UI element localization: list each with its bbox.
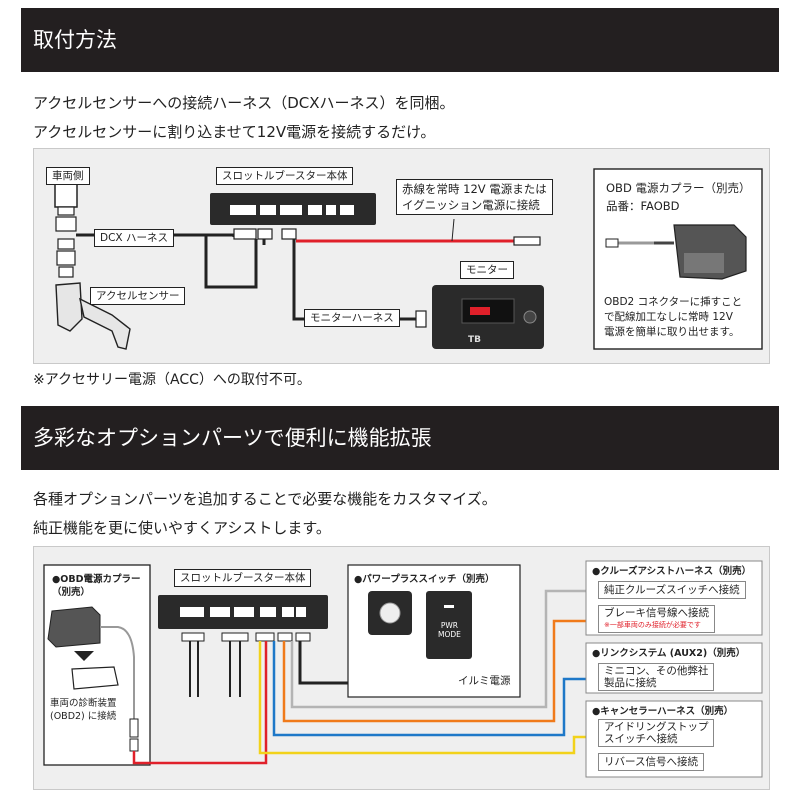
idle-stop-label-line2: スイッチへ接続 [604, 733, 678, 745]
vehicle-side-label: 車両側 [46, 167, 90, 185]
options-wiring [43, 560, 763, 778]
cruise-title: ●クルーズアシストハーネス（別売） [592, 566, 752, 577]
obd-option-title-line1: ●OBD電源カプラー [52, 574, 141, 585]
obd-coupler-desc-line2: で配線加工なしに常時 12V [604, 311, 733, 323]
brake-label: ブレーキ信号線へ接続 ※一部車両のみ接続が必要です [598, 605, 715, 633]
section2-line1: 各種オプションパーツを追加することで必要な機能をカスタマイズ。 [33, 490, 497, 508]
obd-coupler-desc: OBD2 コネクターに挿すこと で配線加工なしに常時 12V 電源を簡単に取り出… [604, 295, 742, 340]
power-switch-title: ●パワープラススイッチ（別売） [354, 574, 495, 585]
section2-line2: 純正機能を更に使いやすくアシストします。 [33, 519, 331, 537]
dcx-harness-label: DCX ハーネス [94, 229, 174, 247]
obd-coupler-title: OBD 電源カプラー（別売） 品番：FAOBD [606, 179, 750, 215]
installation-diagram: 車両側 スロットルブースター本体 DCX ハーネス アクセルセンサー 赤線を常時… [33, 148, 770, 364]
obd-option-title: ●OBD電源カプラー （別売） [52, 573, 141, 599]
options-diagram: ●OBD電源カプラー （別売） 車両の診断装置 (OBD2) に接続 スロットル… [33, 546, 770, 790]
obd-coupler-desc-line3: 電源を簡単に取り出せます。 [604, 326, 740, 338]
obd-coupler-title-line1: OBD 電源カプラー（別売） [606, 181, 751, 195]
brake-label-text: ブレーキ信号線へ接続 [604, 607, 709, 619]
link-label-line2: 製品に接続 [604, 677, 657, 689]
installation-wiring [54, 168, 763, 350]
section1-line1: アクセルセンサーへの接続ハーネス（DCXハーネス）を同梱。 [33, 94, 455, 112]
brake-label-note: ※一部車両のみ接続が必要です [604, 621, 701, 629]
canceller-title: ●キャンセラーハーネス（別売） [592, 706, 734, 717]
section1-line2: アクセルセンサーに割り込ませて12V電源を接続するだけ。 [33, 123, 436, 141]
obd-option-title-line2: （別売） [52, 587, 91, 598]
power-switch-face: PWR MODE [438, 621, 461, 639]
red-wire-note-line1: 赤線を常時 12V 電源または [402, 182, 547, 196]
obd-option-target-line1: 車両の診断装置 [50, 698, 117, 709]
option-booster-body-label: スロットルブースター本体 [174, 569, 312, 587]
obd-option-target: 車両の診断装置 (OBD2) に接続 [50, 697, 117, 723]
section1-note: ※アクセサリー電源（ACC）への取付不可。 [33, 372, 311, 388]
obd-coupler-desc-line1: OBD2 コネクターに挿すこと [604, 296, 743, 308]
section2-header: 多彩なオプションパーツで便利に機能拡張 [21, 406, 779, 470]
accel-sensor-label: アクセルセンサー [90, 287, 186, 305]
illumi-power-label: イルミ電源 [458, 675, 511, 687]
booster-body-label: スロットルブースター本体 [216, 167, 354, 185]
link-title: ●リンクシステム (AUX2)（別売） [592, 648, 746, 659]
section1-header: 取付方法 [21, 8, 779, 72]
reverse-label: リバース信号へ接続 [598, 753, 704, 771]
monitor-label: モニター [460, 261, 514, 279]
section2-title: 多彩なオプションパーツで便利に機能拡張 [33, 426, 432, 450]
link-label: ミニコン、その他弊社 製品に接続 [598, 663, 715, 691]
idle-stop-label: アイドリングストップ スイッチへ接続 [598, 719, 715, 747]
power-switch-mode: MODE [438, 630, 461, 639]
power-switch-pwr: PWR [440, 621, 459, 630]
section1-title: 取付方法 [33, 28, 117, 52]
red-wire-note-line2: イグニッション電源に接続 [402, 198, 540, 212]
red-wire-note: 赤線を常時 12V 電源または イグニッション電源に接続 [396, 179, 553, 215]
monitor-harness-label: モニターハーネス [304, 309, 400, 327]
link-label-line1: ミニコン、その他弊社 [604, 665, 709, 677]
monitor-logo: TB [468, 335, 481, 345]
obd-coupler-part-number: 品番：FAOBD [606, 199, 680, 213]
cruise-switch-label: 純正クルーズスイッチへ接続 [598, 581, 746, 599]
obd-option-target-line2: (OBD2) に接続 [50, 711, 117, 722]
idle-stop-label-line1: アイドリングストップ [604, 721, 709, 733]
